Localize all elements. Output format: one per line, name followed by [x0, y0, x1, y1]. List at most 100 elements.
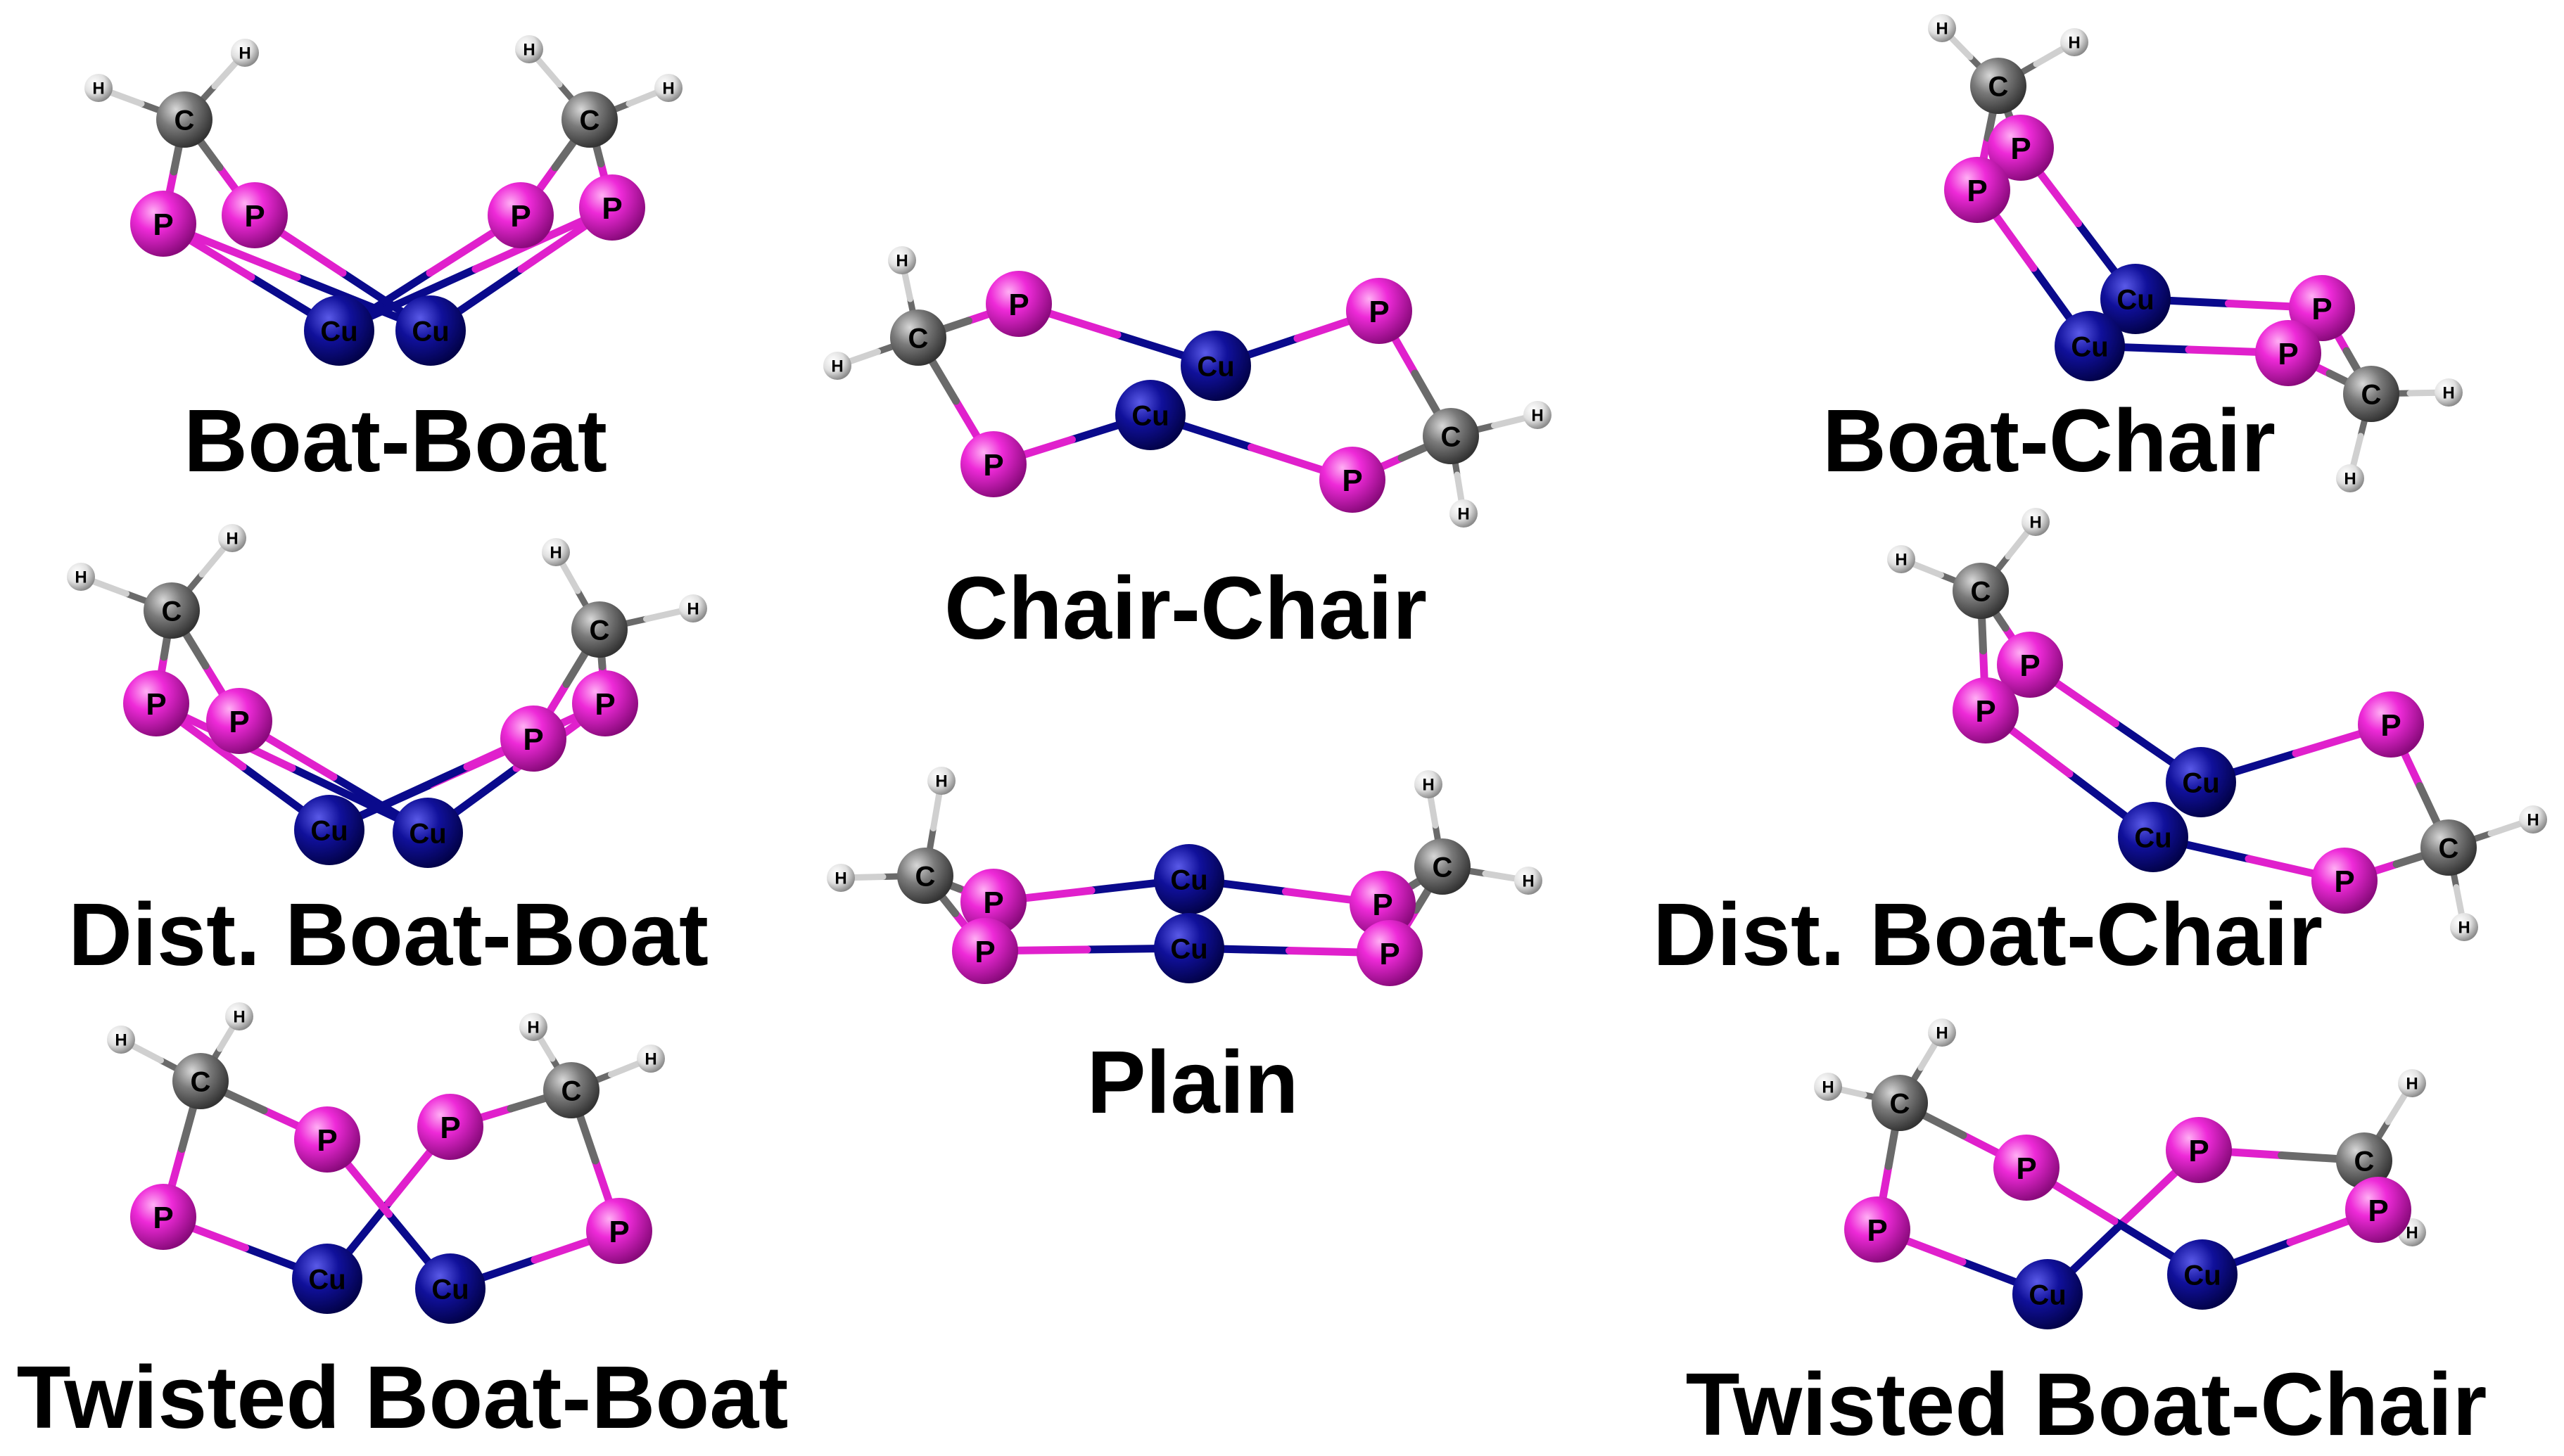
carbon-atom: C — [2343, 366, 2399, 422]
caption-boat-chair: Boat-Chair — [1822, 391, 2276, 490]
hydrogen-atom: H — [515, 35, 543, 63]
hydrogen-atom: H — [2398, 1069, 2426, 1097]
svg-text:P: P — [1008, 288, 1029, 322]
copper-atom: Cu — [1154, 913, 1224, 983]
copper-atom: Cu — [292, 1244, 362, 1314]
hydrogen-atom: H — [1928, 1018, 1956, 1047]
phosphorus-atom: P — [579, 174, 645, 241]
carbon-atom: C — [571, 601, 628, 658]
svg-text:Cu: Cu — [2182, 767, 2219, 798]
hydrogen-atom: H — [2022, 508, 2050, 536]
carbon-atom: C — [1414, 838, 1471, 895]
svg-text:H: H — [2527, 811, 2539, 830]
svg-text:Cu: Cu — [412, 316, 449, 347]
hydrogen-atom: H — [84, 74, 113, 102]
svg-text:C: C — [2439, 833, 2459, 864]
svg-text:H: H — [687, 600, 699, 619]
svg-text:H: H — [1936, 20, 1948, 39]
hydrogen-atom: H — [231, 39, 259, 67]
svg-text:Cu: Cu — [2134, 822, 2171, 853]
carbon-atom: C — [1953, 563, 2009, 619]
hydrogen-atom: H — [637, 1045, 665, 1073]
svg-text:Cu: Cu — [1131, 400, 1169, 431]
phosphorus-atom: P — [1944, 157, 2010, 223]
svg-text:Cu: Cu — [2029, 1279, 2066, 1310]
svg-text:P: P — [2334, 864, 2354, 899]
hydrogen-atom: H — [2519, 805, 2547, 834]
carbon-atom: C — [2336, 1132, 2392, 1189]
svg-text:P: P — [2368, 1194, 2388, 1228]
svg-text:H: H — [527, 1018, 539, 1037]
hydrogen-atom: H — [107, 1026, 135, 1054]
copper-atom: Cu — [2166, 747, 2236, 817]
phosphorus-atom: P — [2345, 1177, 2411, 1243]
svg-text:Cu: Cu — [2116, 284, 2154, 315]
phosphorus-atom: P — [1953, 677, 2019, 743]
svg-text:H: H — [2029, 513, 2041, 532]
caption-dist-boat-boat: Dist. Boat-Boat — [68, 885, 709, 984]
phosphorus-atom: P — [1844, 1196, 1910, 1263]
svg-text:H: H — [834, 869, 846, 888]
svg-text:H: H — [239, 44, 250, 63]
copper-atom: Cu — [415, 1253, 485, 1324]
svg-text:C: C — [1988, 71, 2009, 102]
svg-text:P: P — [153, 207, 173, 242]
svg-text:Cu: Cu — [1197, 351, 1234, 382]
hydrogen-atom: H — [1414, 770, 1442, 798]
hydrogen-atom: H — [2450, 913, 2478, 941]
svg-text:H: H — [1895, 551, 1907, 570]
svg-text:H: H — [935, 772, 947, 791]
svg-text:Cu: Cu — [310, 815, 348, 846]
svg-text:P: P — [1342, 464, 1362, 498]
hydrogen-atom: H — [888, 246, 916, 274]
hydrogen-atom: H — [679, 594, 707, 622]
phosphorus-atom: P — [488, 182, 554, 248]
hydrogen-atom: H — [2060, 28, 2088, 56]
svg-text:P: P — [2380, 708, 2401, 743]
copper-atom: Cu — [2167, 1239, 2238, 1310]
svg-text:P: P — [2188, 1134, 2209, 1168]
svg-text:P: P — [983, 886, 1003, 920]
svg-text:H: H — [645, 1050, 656, 1069]
svg-text:H: H — [896, 252, 908, 271]
copper-atom: Cu — [304, 295, 374, 366]
svg-text:H: H — [1457, 505, 1469, 524]
svg-text:C: C — [1433, 852, 1453, 883]
svg-text:H: H — [75, 568, 87, 587]
phosphorus-atom: P — [130, 191, 196, 257]
phosphorus-atom: P — [586, 1198, 652, 1264]
phosphorus-atom: P — [2358, 691, 2424, 758]
svg-text:P: P — [317, 1123, 337, 1158]
svg-text:H: H — [1522, 872, 1534, 891]
svg-text:C: C — [908, 323, 929, 354]
svg-text:P: P — [975, 935, 995, 969]
copper-atom: Cu — [395, 295, 466, 366]
svg-text:H: H — [2406, 1075, 2418, 1094]
phosphorus-atom: P — [1993, 1135, 2060, 1201]
svg-text:H: H — [523, 41, 535, 60]
hydrogen-atom: H — [225, 1002, 253, 1030]
svg-text:P: P — [983, 448, 1003, 483]
svg-text:Cu: Cu — [2071, 331, 2108, 362]
svg-text:C: C — [174, 105, 195, 136]
svg-text:P: P — [595, 687, 615, 722]
svg-text:P: P — [2016, 1151, 2036, 1186]
svg-text:P: P — [2010, 132, 2031, 166]
hydrogen-atom: H — [218, 524, 246, 552]
hydrogen-atom: H — [927, 767, 956, 795]
svg-text:P: P — [146, 687, 166, 722]
phosphorus-atom: P — [1346, 278, 1412, 344]
hydrogen-atom: H — [542, 538, 570, 566]
hydrogen-atom: H — [67, 563, 95, 591]
svg-text:P: P — [1372, 888, 1392, 922]
svg-text:Cu: Cu — [409, 818, 446, 849]
phosphorus-atom: P — [952, 918, 1018, 984]
svg-text:C: C — [590, 615, 610, 646]
svg-text:C: C — [1890, 1088, 1910, 1119]
svg-text:P: P — [2278, 337, 2298, 371]
hydrogen-atom: H — [1449, 499, 1478, 528]
